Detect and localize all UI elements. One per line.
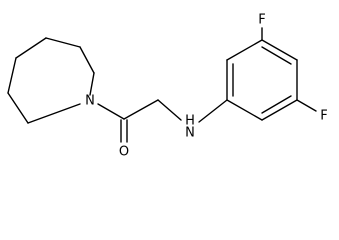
difluorophenyl-ring [226,39,298,121]
bond-ring-c4-c5 [7,57,17,94]
bond-n-carbonyl-c [97,103,125,120]
bond-nh-aryl [198,99,228,123]
bond-aryl-5-6-inner [261,95,292,114]
bond-carbonyl-ch2 [123,99,159,120]
bond-aryl-2-3 [226,39,263,61]
bond-ring-c1-c2 [79,46,95,74]
bond-ring-c5-c6 [7,92,29,124]
bond-aryl-3-4 [261,39,298,61]
bond-aryl-5-6 [261,99,298,121]
bond-aryl-3-4-inner [261,46,292,65]
amine-n-label: N [185,126,195,141]
bond-ring-c3-c4 [15,37,47,59]
carbonyl-oxygen-label: O [119,145,129,160]
molecule-structure: N O H N F F [7,13,328,160]
bond-ring-n-c1 [89,72,95,96]
bond-aryl-f-right [296,99,317,112]
bond-aryl-6-1 [226,99,263,121]
fluorine-top-label: F [258,13,265,28]
ring-nitrogen-label: N [85,94,95,109]
bond-ring-c2-c3 [45,37,81,48]
azepane-ring [7,37,95,124]
fluorine-right-label: F [320,109,327,124]
amine-h-label: H [185,114,195,129]
bond-ch2-nh [157,99,182,121]
bond-ring-c6-n [27,103,81,124]
